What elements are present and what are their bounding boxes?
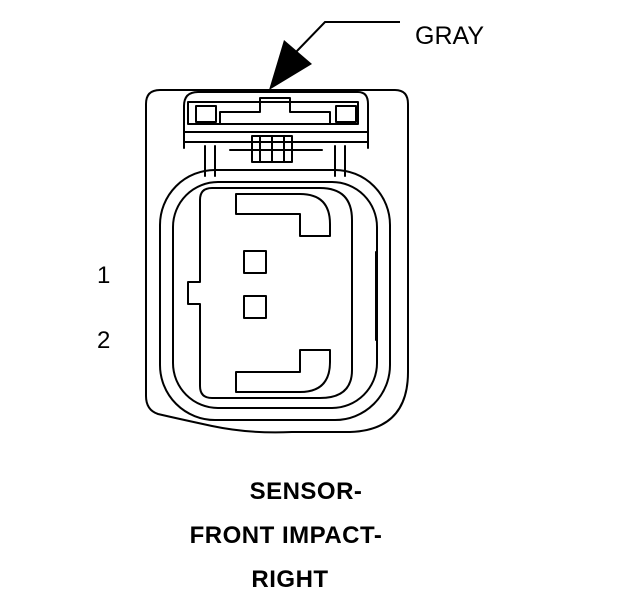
connector-face-outer xyxy=(159,169,391,421)
color-callout-leader xyxy=(295,21,400,53)
terminal-cavity-shroud xyxy=(187,187,353,399)
caption-line-2: FRONT IMPACT- xyxy=(189,522,383,549)
pin-1-label: 1 xyxy=(97,262,110,289)
connector-face-inner xyxy=(172,181,378,409)
pin-2-cavity xyxy=(243,295,267,319)
lower-key-block xyxy=(235,349,331,393)
caption-line-3: RIGHT xyxy=(251,566,329,593)
pin-2-label: 2 xyxy=(97,327,110,354)
caption-line-1: SENSOR- xyxy=(249,478,363,505)
upper-key-block xyxy=(235,193,331,237)
locking-latch xyxy=(183,91,369,177)
connector-housing-outline xyxy=(145,89,409,434)
color-callout-arrow xyxy=(269,40,312,90)
color-label: GRAY xyxy=(415,22,484,50)
pin-1-cavity xyxy=(243,250,267,274)
